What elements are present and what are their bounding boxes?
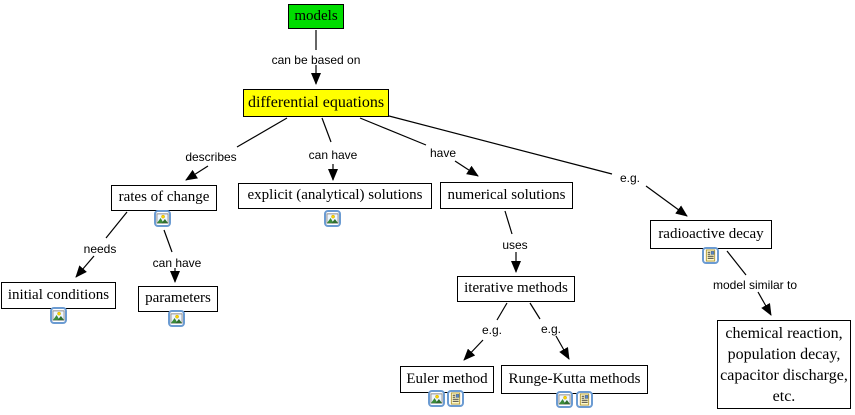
image-resource-icon[interactable]	[154, 210, 171, 227]
document-resource-glyph	[450, 392, 461, 405]
document-resource-icon[interactable]	[576, 391, 593, 408]
node-iterative-methods[interactable]: iterative methods	[457, 276, 575, 302]
node-runge-kutta-methods[interactable]: Runge-Kutta methods	[501, 365, 648, 394]
image-resource-icon[interactable]	[428, 390, 445, 407]
document-resource-glyph	[579, 393, 590, 406]
node-models[interactable]: models	[288, 4, 344, 29]
link-label-can-have-1[interactable]: can have	[308, 148, 358, 162]
node-initial-conditions[interactable]: initial conditions	[1, 282, 116, 309]
node-explicit-solutions[interactable]: explicit (analytical) solutions	[238, 183, 432, 209]
image-resource-icon[interactable]	[324, 210, 341, 227]
document-resource-icon[interactable]	[702, 247, 719, 264]
link-label-describes[interactable]: describes	[185, 150, 237, 164]
link-label-eg-runge[interactable]: e.g.	[540, 322, 562, 336]
node-rates-of-change[interactable]: rates of change	[111, 185, 217, 211]
image-resource-glyph	[156, 213, 169, 224]
link-label-needs[interactable]: needs	[83, 242, 117, 256]
node-differential-equations[interactable]: differential equations	[243, 89, 389, 117]
node-parameters[interactable]: parameters	[138, 286, 218, 312]
image-resource-glyph	[326, 213, 339, 224]
image-resource-icon[interactable]	[556, 391, 573, 408]
link-label-can-have-2[interactable]: can have	[152, 256, 202, 270]
image-resource-glyph	[558, 394, 571, 405]
document-resource-glyph	[705, 249, 716, 262]
link-label-eg-decay[interactable]: e.g.	[619, 171, 641, 185]
node-radioactive-decay[interactable]: radioactive decay	[650, 220, 772, 249]
link-label-can-be-based-on[interactable]: can be based on	[271, 53, 361, 67]
node-euler-method[interactable]: Euler method	[400, 366, 494, 393]
image-resource-icon[interactable]	[168, 310, 185, 327]
image-resource-icon[interactable]	[50, 307, 67, 324]
image-resource-glyph	[52, 310, 65, 321]
document-resource-icon[interactable]	[447, 390, 464, 407]
link-label-eg-euler[interactable]: e.g.	[481, 323, 503, 337]
node-chemical-reaction-examples[interactable]: chemical reaction, population decay, cap…	[717, 320, 851, 409]
link-label-have[interactable]: have	[429, 146, 457, 160]
link-label-model-similar-to[interactable]: model similar to	[712, 278, 798, 292]
link-label-uses[interactable]: uses	[502, 238, 528, 252]
image-resource-glyph	[170, 313, 183, 324]
node-numerical-solutions[interactable]: numerical solutions	[440, 182, 573, 209]
image-resource-glyph	[430, 393, 443, 404]
